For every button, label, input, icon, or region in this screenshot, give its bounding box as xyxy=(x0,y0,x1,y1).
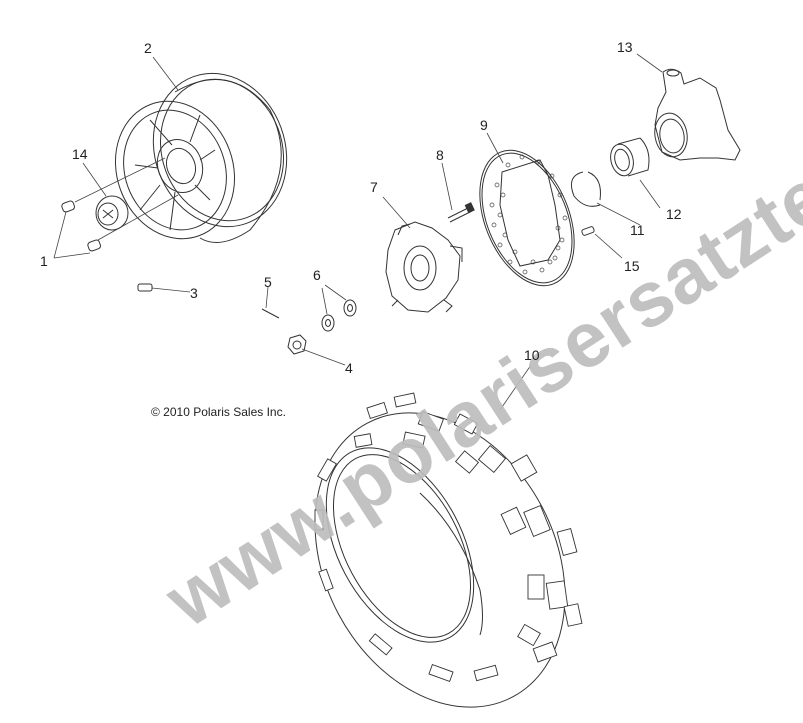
callout-3: 3 xyxy=(190,285,198,301)
callout-8: 8 xyxy=(436,147,444,163)
tire-drawing xyxy=(314,392,583,708)
wheel-studs-drawing xyxy=(61,200,102,252)
callout-12: 12 xyxy=(666,206,682,222)
knuckle-drawing xyxy=(654,68,741,161)
center-cap-drawing xyxy=(95,195,129,231)
callout-14: 14 xyxy=(72,146,88,162)
callout-15: 15 xyxy=(624,258,640,274)
callout-2: 2 xyxy=(144,40,152,56)
castle-nut-drawing xyxy=(287,334,307,355)
callout-10: 10 xyxy=(524,347,540,363)
disc-bolt-drawing xyxy=(581,226,595,236)
cotter-pin-drawing xyxy=(261,308,280,319)
callout-5: 5 xyxy=(264,274,272,290)
callout-7: 7 xyxy=(370,179,378,195)
callout-9: 9 xyxy=(480,117,488,133)
copyright-notice: © 2010 Polaris Sales Inc. xyxy=(151,405,286,419)
stud-bolt-drawing xyxy=(447,202,475,223)
valve-stem-drawing xyxy=(137,283,153,292)
washers-drawing xyxy=(321,299,357,332)
hub-drawing xyxy=(385,221,463,313)
leader-lines xyxy=(53,53,663,411)
callout-13: 13 xyxy=(617,39,633,55)
callout-1: 1 xyxy=(40,253,48,269)
callout-4: 4 xyxy=(345,360,353,376)
callout-11: 11 xyxy=(630,222,645,238)
wheel-rim-drawing xyxy=(114,72,288,243)
bearing-drawing xyxy=(610,137,650,177)
callout-6: 6 xyxy=(313,267,321,283)
retaining-ring-drawing xyxy=(571,171,601,207)
brake-disc-drawing xyxy=(479,149,575,287)
